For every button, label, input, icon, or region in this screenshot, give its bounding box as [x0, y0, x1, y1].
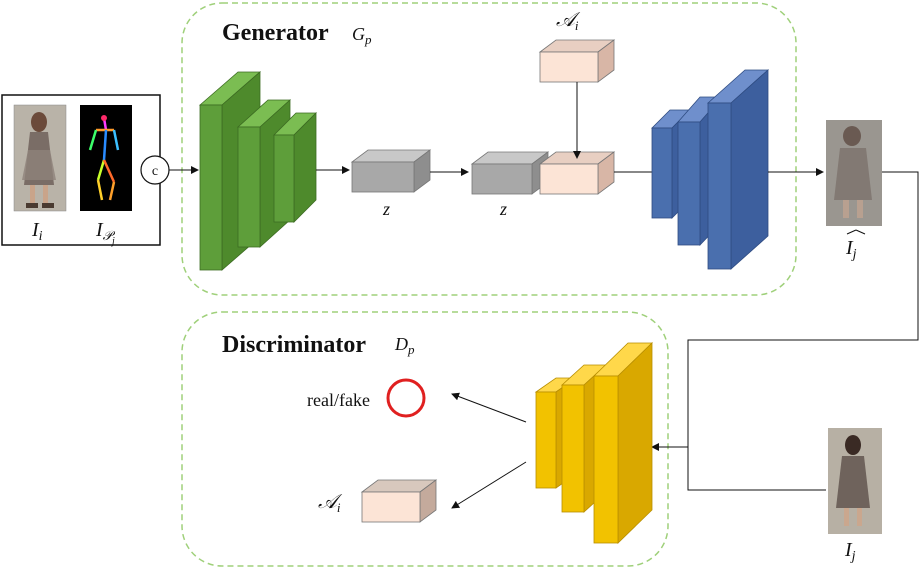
encoder-block-3: [273, 112, 317, 223]
disc-attribute-output-block: [360, 479, 438, 523]
generator-title: Generator: [222, 20, 329, 46]
attribute-input-block: [538, 39, 616, 83]
generated-label: Ij: [845, 237, 857, 262]
realfake-label: real/fake: [307, 390, 370, 410]
real-label: Ij: [844, 539, 856, 564]
attribute-concat-block: [538, 151, 616, 195]
generated-person-photo: [826, 120, 882, 226]
disc-attribute-label: 𝒜i: [318, 491, 343, 515]
decoder-block-3: [706, 69, 770, 270]
discriminator-symbol: Dp: [394, 334, 415, 357]
svg-text:c: c: [152, 164, 158, 179]
real-person-photo: [828, 428, 882, 534]
input-person-photo: [13, 104, 67, 212]
realfake-circle: [386, 378, 426, 418]
real-to-disc-connector: [687, 447, 826, 491]
disc-block-3: [593, 342, 653, 544]
latent-right-label: z: [499, 199, 507, 219]
latent-block-right: [470, 151, 550, 195]
latent-left-label: z: [382, 199, 390, 219]
generator-symbol: Gp: [352, 24, 372, 47]
latent-block-left: [350, 149, 432, 193]
generated-to-disc-connector: [687, 171, 919, 447]
generator-region: [181, 2, 797, 296]
attribute-top-label: 𝒜i: [556, 9, 581, 33]
input-pose-map: [80, 105, 132, 211]
input-image-label: Ii: [31, 219, 43, 244]
discriminator-title: Discriminator: [222, 332, 366, 358]
discriminator-region: [181, 311, 669, 567]
